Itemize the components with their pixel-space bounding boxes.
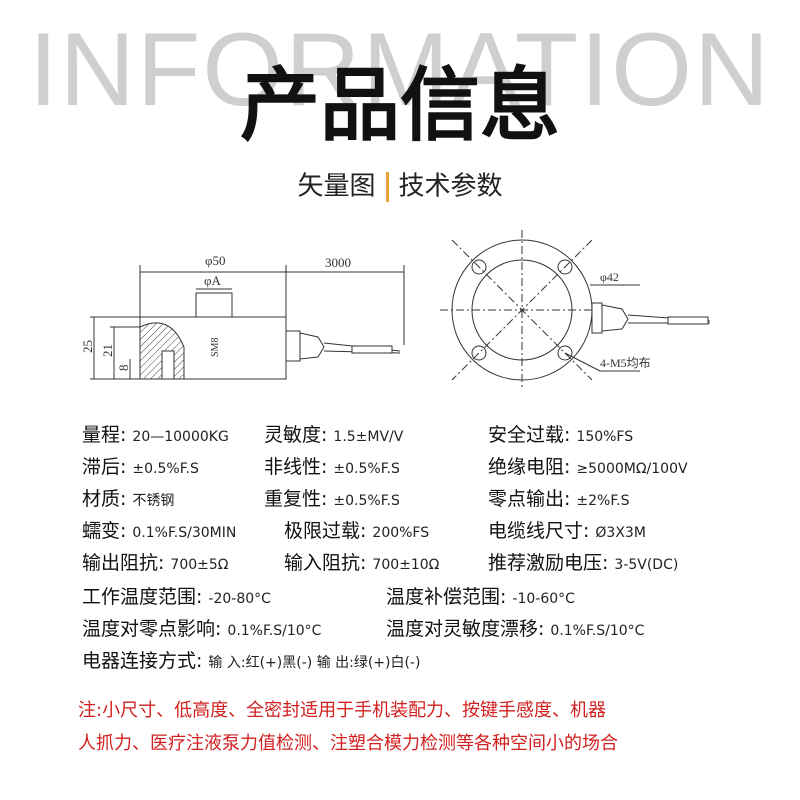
side-view	[90, 265, 405, 380]
spec-safe-overload: 安全过载:150%FS	[483, 424, 634, 448]
application-note: 注:小尺寸、低高度、全密封适用于手机装配力、按键手感度、机器 人抓力、医疗注液泵…	[78, 694, 718, 760]
subtitle-tech-params: 技术参数	[398, 171, 503, 202]
spec-sensitivity: 灵敏度:1.5±MV/V	[259, 424, 404, 448]
spec-cable-size: 电缆线尺寸:Ø3X3M	[483, 520, 646, 544]
spec-temp-zero-effect: 温度对零点影响:0.1%F.S/10°C	[77, 618, 322, 642]
dim-inner-label: φA	[204, 273, 222, 288]
page-title: 产品信息	[240, 59, 560, 152]
dim-21-label: 21	[100, 344, 115, 357]
spec-operating-temp: 工作温度范围:-20-80°C	[77, 586, 271, 610]
subtitle: 矢量图技术参数	[0, 172, 800, 202]
spec-output-impedance: 输出阻抗:700±5Ω	[77, 552, 229, 576]
spec-creep: 蠕变:0.1%F.S/30MIN	[77, 520, 237, 544]
subtitle-vector-drawing: 矢量图	[297, 171, 376, 202]
dim-diameter-label: φ50	[205, 253, 226, 268]
spec-zero-output: 零点输出:±2%F.S	[483, 488, 630, 512]
spec-insulation: 绝缘电阻:≥5000MΩ/100V	[483, 456, 688, 480]
background-watermark-word: INFORMATION	[28, 18, 772, 122]
spec-temp-sensitivity-drift: 温度对灵敏度漂移:0.1%F.S/10°C	[381, 618, 645, 642]
top-view	[440, 230, 711, 390]
dim-holes-label: 4-M5均布	[600, 356, 651, 370]
technical-drawing: φ50 3000 φA 25 21 8 SM8 φ42 4-M5均布	[80, 230, 711, 390]
note-line-1: 注:小尺寸、低高度、全密封适用于手机装配力、按键手感度、机器	[78, 700, 607, 721]
spec-table: 量程:20—10000KG 灵敏度:1.5±MV/V 安全过载:150%FS 滞…	[0, 420, 800, 680]
spec-hysteresis: 滞后:±0.5%F.S	[77, 456, 199, 480]
spec-material: 材质:不锈钢	[77, 488, 175, 512]
dim-thread-label: SM8	[210, 338, 221, 357]
dim-top-diameter-label: φ42	[600, 270, 619, 284]
spec-ultimate-overload: 极限过载:200%FS	[279, 520, 430, 544]
dim-height-label: 25	[80, 340, 95, 353]
spec-excitation: 推荐激励电压:3-5V(DC)	[483, 552, 679, 576]
spec-compensated-temp: 温度补偿范围:-10-60°C	[381, 586, 575, 610]
spec-range: 量程:20—10000KG	[77, 424, 229, 448]
dim-8-label: 8	[116, 365, 131, 372]
spec-electrical-connection: 电器连接方式:输 入:红(+)黑(-) 输 出:绿(+)白(-)	[77, 650, 421, 674]
spec-repeatability: 重复性:±0.5%F.S	[259, 488, 400, 512]
note-line-2: 人抓力、医疗注液泵力值检测、注塑合模力检测等各种空间小的场合	[78, 733, 618, 754]
spec-input-impedance: 输入阻抗:700±10Ω	[279, 552, 440, 576]
spec-nonlinearity: 非线性:±0.5%F.S	[259, 456, 400, 480]
subtitle-separator	[385, 172, 389, 202]
dim-cable-label: 3000	[325, 255, 351, 270]
